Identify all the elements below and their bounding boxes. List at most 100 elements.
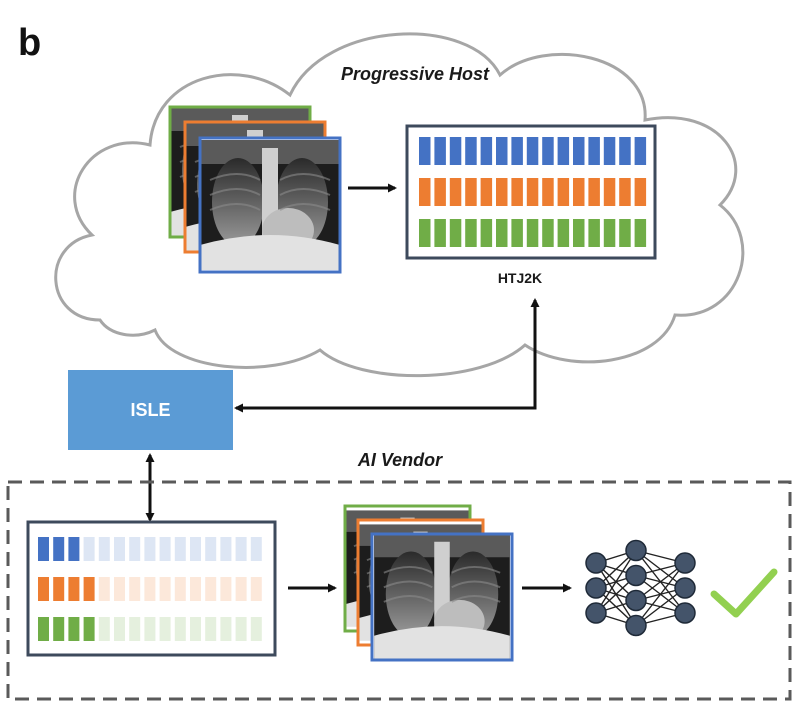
stream-segment (511, 137, 523, 165)
stream-segment (83, 577, 95, 601)
vendor-image-stack (343, 504, 514, 662)
chest-xray-stack-icon (168, 105, 342, 274)
stream-segment (250, 577, 262, 601)
stream-segment (174, 537, 186, 561)
ai-vendor-boundary (6, 480, 792, 701)
stream-segment (38, 577, 49, 601)
host-image-stack (168, 105, 342, 274)
stream-segment (496, 137, 508, 165)
network-node (585, 577, 607, 599)
network-node (625, 564, 647, 587)
stream-segment (190, 537, 201, 561)
stream-segment (434, 137, 446, 165)
network-node (585, 602, 607, 624)
stream-segment (129, 617, 141, 641)
stream-segment (526, 178, 539, 206)
stream-segment (129, 537, 141, 561)
stream-segment (434, 219, 446, 247)
stream-segment (419, 137, 431, 165)
stream-segment (38, 537, 49, 561)
stream-segment (480, 178, 493, 206)
stream-segment (588, 137, 600, 165)
stream-segment (68, 537, 80, 561)
stream-segment (205, 537, 217, 561)
stream-segment (159, 537, 171, 561)
stream-segment (53, 617, 65, 641)
stream-segment (83, 537, 95, 561)
stream-segment (68, 577, 80, 601)
htj2k-stream-rows (419, 137, 647, 247)
stream-segment (250, 617, 262, 641)
stream-segment (159, 577, 171, 601)
stream-segment (235, 617, 247, 641)
stream-segment (419, 219, 431, 247)
stream-segment (98, 617, 110, 641)
stream-segment (174, 617, 186, 641)
stream-segment (573, 178, 585, 206)
stream-segment (526, 137, 539, 165)
stream-segment (159, 617, 171, 641)
stream-segment (542, 178, 554, 206)
stream-segment (98, 577, 110, 601)
network-edge (595, 550, 637, 614)
stream-segment (634, 137, 647, 165)
partial-stream-box (26, 520, 277, 657)
stream-segment (619, 178, 631, 206)
stream-segment (68, 617, 80, 641)
stream-segment (588, 219, 600, 247)
stream-segment (144, 537, 156, 561)
stream-segment (235, 577, 247, 601)
stream-segment (465, 219, 477, 247)
network-node (585, 552, 607, 574)
stream-segment (53, 537, 65, 561)
network-node (625, 539, 647, 562)
stream-segment (511, 219, 523, 247)
stream-segment (526, 219, 539, 247)
network-edge (635, 562, 686, 626)
stream-segment (588, 178, 600, 206)
network-node (674, 577, 696, 599)
stream-segment (634, 219, 647, 247)
stream-segment (190, 577, 201, 601)
stream-segment (496, 178, 508, 206)
stream-segment (557, 219, 570, 247)
stream-segment (465, 178, 477, 206)
stream-segment (83, 617, 95, 641)
stream-segment (250, 537, 262, 561)
stream-segment (205, 617, 217, 641)
stream-segment (557, 178, 570, 206)
stream-segment (619, 219, 631, 247)
checkmark-icon (710, 568, 778, 618)
stream-segment (603, 219, 616, 247)
stream-segment (114, 537, 125, 561)
stream-segment (634, 178, 647, 206)
panel-label: b (18, 22, 42, 64)
stream-segment (480, 219, 493, 247)
stream-segment (619, 137, 631, 165)
stream-segment (114, 577, 125, 601)
vendor-title: AI Vendor (357, 450, 443, 470)
stream-segment (144, 577, 156, 601)
stream-segment (114, 617, 125, 641)
network-node (674, 602, 696, 624)
stream-segment (98, 537, 110, 561)
host-title: Progressive Host (340, 64, 490, 84)
stream-segment (465, 137, 477, 165)
stream-segment (434, 178, 446, 206)
stream-segment (220, 617, 232, 641)
stream-segment (449, 178, 462, 206)
stream-segment (53, 577, 65, 601)
stream-segment (511, 178, 523, 206)
stream-segment (557, 137, 570, 165)
stream-segment (190, 617, 201, 641)
htj2k-stream-box (405, 124, 657, 260)
stream-segment (603, 137, 616, 165)
stream-segment (129, 577, 141, 601)
stream-segment (449, 219, 462, 247)
stream-segment (220, 577, 232, 601)
codec-label: HTJ2K (497, 270, 543, 286)
stream-segment (480, 137, 493, 165)
stream-segment (449, 137, 462, 165)
stream-segment (144, 617, 156, 641)
stream-segment (220, 537, 232, 561)
